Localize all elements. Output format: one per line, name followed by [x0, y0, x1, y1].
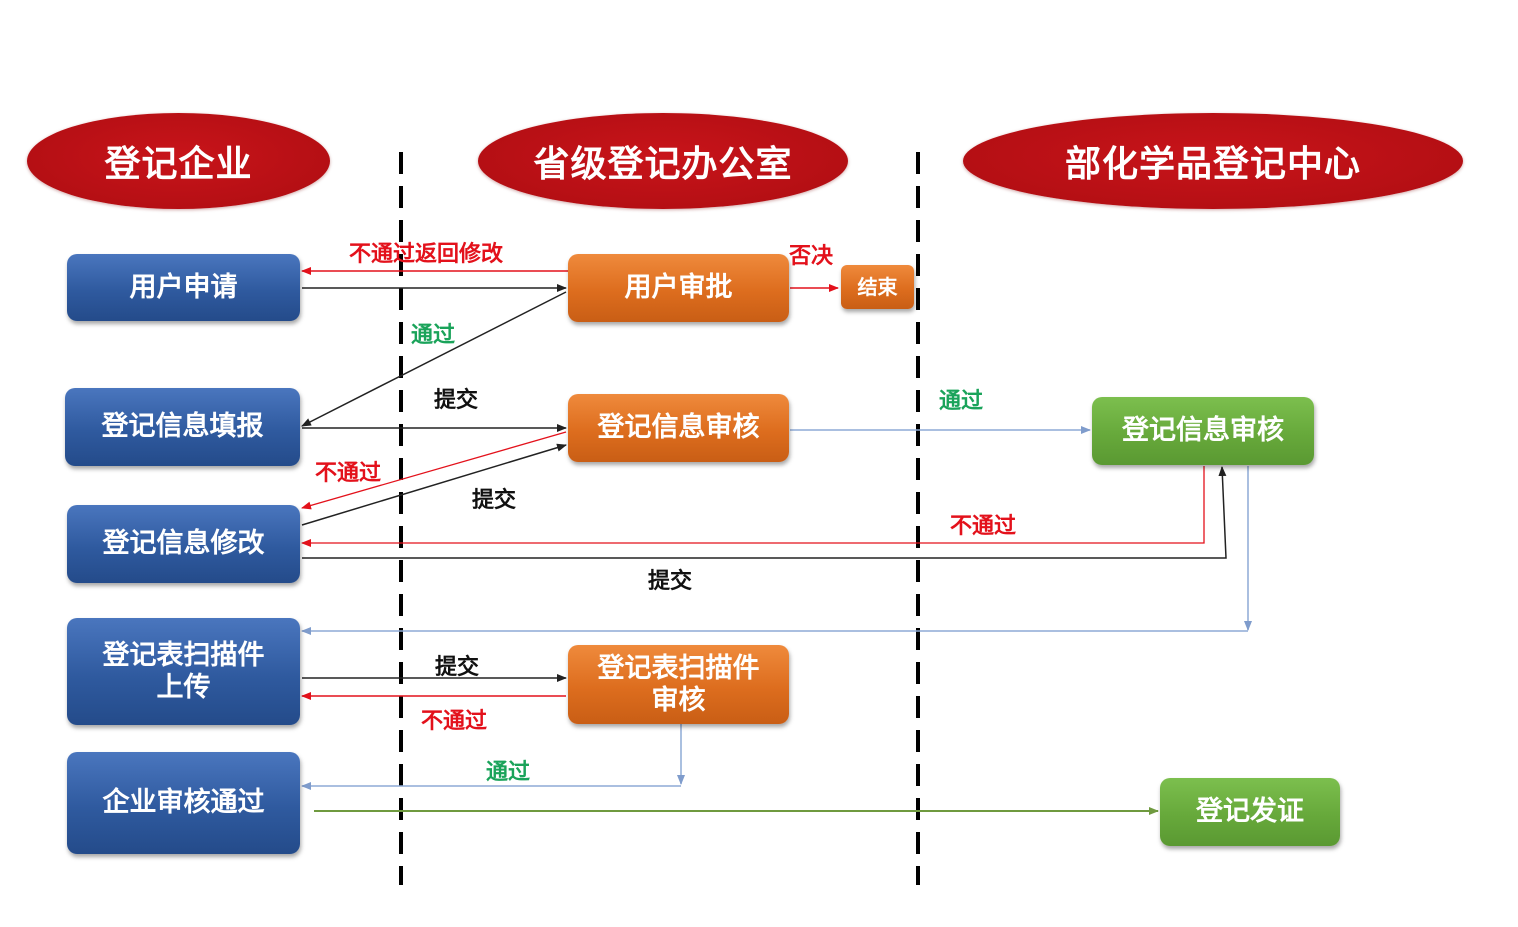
label-pass-2: 通过 — [939, 389, 984, 414]
node-province-info-review[interactable]: 登记信息审核 — [568, 394, 789, 462]
node-info-modify[interactable]: 登记信息修改 — [67, 505, 300, 583]
label-pass-1: 通过 — [411, 323, 456, 348]
lane-header-center: 部化学品登记中心 — [963, 113, 1463, 209]
label-veto: 否决 — [789, 244, 834, 269]
node-user-review[interactable]: 用户审批 — [568, 254, 789, 322]
node-enterprise-passed[interactable]: 企业审核通过 — [67, 752, 300, 854]
label-reject-return-modify: 不通过返回修改 — [349, 242, 504, 267]
arrow-modify-to-info-review — [301, 443, 567, 526]
label-pass-3: 通过 — [486, 760, 531, 785]
label-reject-1: 不通过 — [315, 461, 382, 486]
lane-title: 登记企业 — [104, 144, 253, 185]
node-user-apply[interactable]: 用户申请 — [67, 254, 300, 321]
arrow-modify-to-center — [302, 466, 1227, 559]
label-submit-3: 提交 — [648, 569, 693, 594]
arrow-reject-to-modify — [301, 431, 567, 510]
node-end[interactable]: 结束 — [841, 265, 914, 309]
node-certificate[interactable]: 登记发证 — [1160, 778, 1340, 846]
label-submit-2: 提交 — [472, 488, 517, 513]
label-submit-4: 提交 — [435, 655, 480, 680]
lane-header-enterprise: 登记企业 — [27, 113, 330, 209]
label-reject-2: 不通过 — [950, 514, 1017, 539]
arrow-center-reject-to-modify — [301, 466, 1205, 547]
lane-header-province: 省级登记办公室 — [478, 113, 848, 209]
label-reject-3: 不通过 — [421, 709, 488, 734]
arrow-pass-to-fill — [301, 291, 567, 427]
label-submit-1: 提交 — [434, 388, 479, 413]
node-info-fill[interactable]: 登记信息填报 — [65, 388, 300, 466]
node-scan-review[interactable]: 登记表扫描件 审核 — [568, 645, 789, 724]
lane-title: 省级登记办公室 — [533, 144, 793, 185]
node-scan-upload[interactable]: 登记表扫描件 上传 — [67, 618, 300, 725]
lane-title: 部化学品登记中心 — [1064, 144, 1361, 185]
node-center-info-review[interactable]: 登记信息审核 — [1092, 397, 1314, 465]
